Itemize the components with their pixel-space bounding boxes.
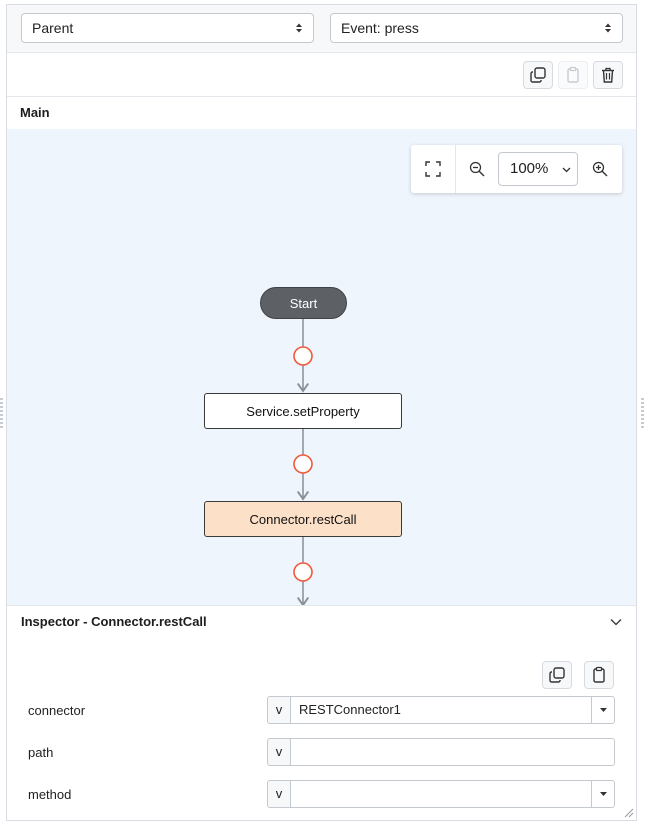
flow-connectors: [293, 319, 313, 605]
paste-icon: [593, 666, 605, 683]
property-label-method: method: [28, 787, 72, 802]
left-resize-grip[interactable]: [0, 398, 3, 428]
inspector-title: Inspector - Connector.restCall: [21, 614, 207, 629]
flow-editor-panel: Parent Event: press: [6, 4, 637, 821]
zoom-controls: 100%: [411, 145, 622, 193]
fit-view-button[interactable]: [418, 154, 448, 184]
copy-icon: [549, 667, 565, 683]
zoom-in-icon: [592, 161, 608, 177]
caret-down-icon: [599, 792, 607, 796]
method-dropdown-button[interactable]: [591, 781, 614, 807]
flow-canvas[interactable]: Start Service.setProperty Connector.rest…: [7, 129, 636, 605]
value-mode-toggle[interactable]: v: [267, 780, 291, 808]
resize-handle-icon[interactable]: [624, 808, 634, 818]
path-input[interactable]: [290, 738, 615, 766]
chevron-down-icon: [562, 167, 571, 173]
right-resize-grip[interactable]: [641, 398, 644, 428]
action-toolbar: [7, 53, 636, 97]
zoom-out-button[interactable]: [462, 154, 492, 184]
delete-button[interactable]: [593, 61, 623, 89]
method-select[interactable]: [290, 780, 615, 808]
inspector-copy-button[interactable]: [542, 661, 572, 689]
add-step-circle[interactable]: [293, 346, 313, 366]
add-step-circle[interactable]: [293, 454, 313, 474]
event-select[interactable]: Event: press: [330, 13, 623, 43]
chevron-down-icon[interactable]: [610, 618, 622, 626]
zoom-select[interactable]: 100%: [498, 152, 578, 186]
value-mode-toggle[interactable]: v: [267, 738, 291, 766]
copy-button[interactable]: [523, 61, 553, 89]
zoom-out-icon: [469, 161, 485, 177]
property-label-connector: connector: [28, 703, 86, 718]
event-select-value: Event: press: [341, 20, 419, 36]
zoom-in-button[interactable]: [585, 154, 615, 184]
select-arrows-icon: [296, 23, 302, 33]
parent-select[interactable]: Parent: [21, 13, 314, 43]
connector-select[interactable]: RESTConnector1: [290, 696, 615, 724]
flow-node-connector-restcall[interactable]: Connector.restCall: [204, 501, 402, 537]
parent-select-value: Parent: [32, 20, 74, 36]
add-step-circle[interactable]: [293, 562, 313, 582]
selector-bar: Parent Event: press: [7, 5, 636, 53]
flow-node-service-setproperty[interactable]: Service.setProperty: [204, 393, 402, 429]
copy-icon: [530, 67, 546, 83]
zoom-value: 100%: [510, 160, 549, 177]
caret-down-icon: [599, 708, 607, 712]
inspector-paste-button[interactable]: [584, 661, 614, 689]
zoom-divider: [455, 145, 456, 193]
connector-dropdown-button[interactable]: [591, 697, 614, 723]
main-section-title: Main: [7, 97, 636, 129]
inspector-header[interactable]: Inspector - Connector.restCall: [7, 605, 636, 639]
fullscreen-icon: [425, 161, 441, 177]
paste-icon: [567, 66, 579, 83]
trash-icon: [602, 67, 614, 83]
select-arrows-icon: [605, 23, 611, 33]
paste-button[interactable]: [558, 61, 588, 89]
start-node[interactable]: Start: [260, 287, 347, 319]
connector-value: RESTConnector1: [299, 702, 401, 717]
value-mode-toggle[interactable]: v: [267, 696, 291, 724]
property-label-path: path: [28, 745, 54, 760]
inspector-body: connector v RESTConnector1 path v method…: [7, 638, 636, 820]
